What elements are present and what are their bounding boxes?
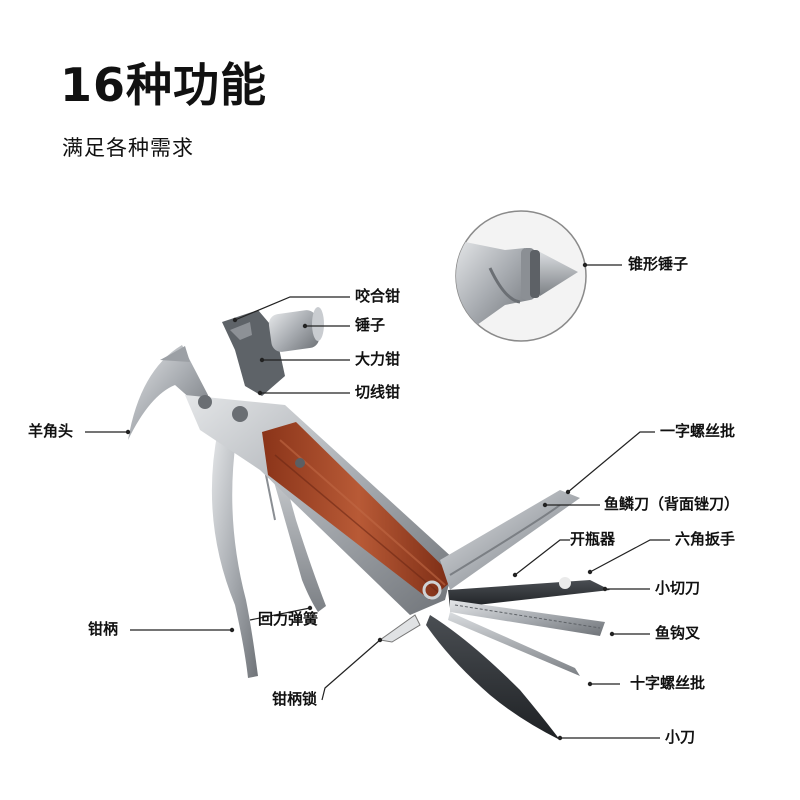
leader-lines xyxy=(85,264,670,739)
wooden-handle xyxy=(262,422,455,600)
cone-hammer-inset xyxy=(455,210,587,342)
label-small-knife: 小刀 xyxy=(665,728,696,746)
label-flat-screwdriver: 一字螺丝批 xyxy=(660,422,736,440)
page-subtitle: 满足各种需求 xyxy=(62,136,194,160)
label-small-cutter: 小切刀 xyxy=(655,579,701,597)
label-cone-hammer: 锥形锤子 xyxy=(628,255,689,273)
label-power-pliers: 大力钳 xyxy=(355,350,401,368)
leader-dots xyxy=(125,262,615,741)
label-handle-lock: 钳柄锁 xyxy=(272,690,318,708)
fanned-tools xyxy=(378,490,610,740)
label-hex-wrench: 六角扳手 xyxy=(675,530,736,548)
label-hammer: 锤子 xyxy=(355,316,386,334)
label-bottle-opener: 开瓶器 xyxy=(570,530,616,548)
label-wire-cutter: 切线钳 xyxy=(355,383,401,401)
hammer-head xyxy=(222,307,324,396)
label-phillips-screwdriver: 十字螺丝批 xyxy=(630,674,706,692)
label-return-spring: 回力弹簧 xyxy=(258,610,319,628)
page-title: 16种功能 xyxy=(60,58,268,112)
label-scale-knife: 鱼鳞刀（背面锉刀） xyxy=(604,495,740,513)
label-bite-pliers: 咬合钳 xyxy=(355,287,401,305)
label-plier-handle: 钳柄 xyxy=(88,620,119,638)
label-fish-hook-fork: 鱼钩叉 xyxy=(655,624,701,642)
claw-head xyxy=(128,345,208,440)
label-claw-head: 羊角头 xyxy=(28,422,74,440)
